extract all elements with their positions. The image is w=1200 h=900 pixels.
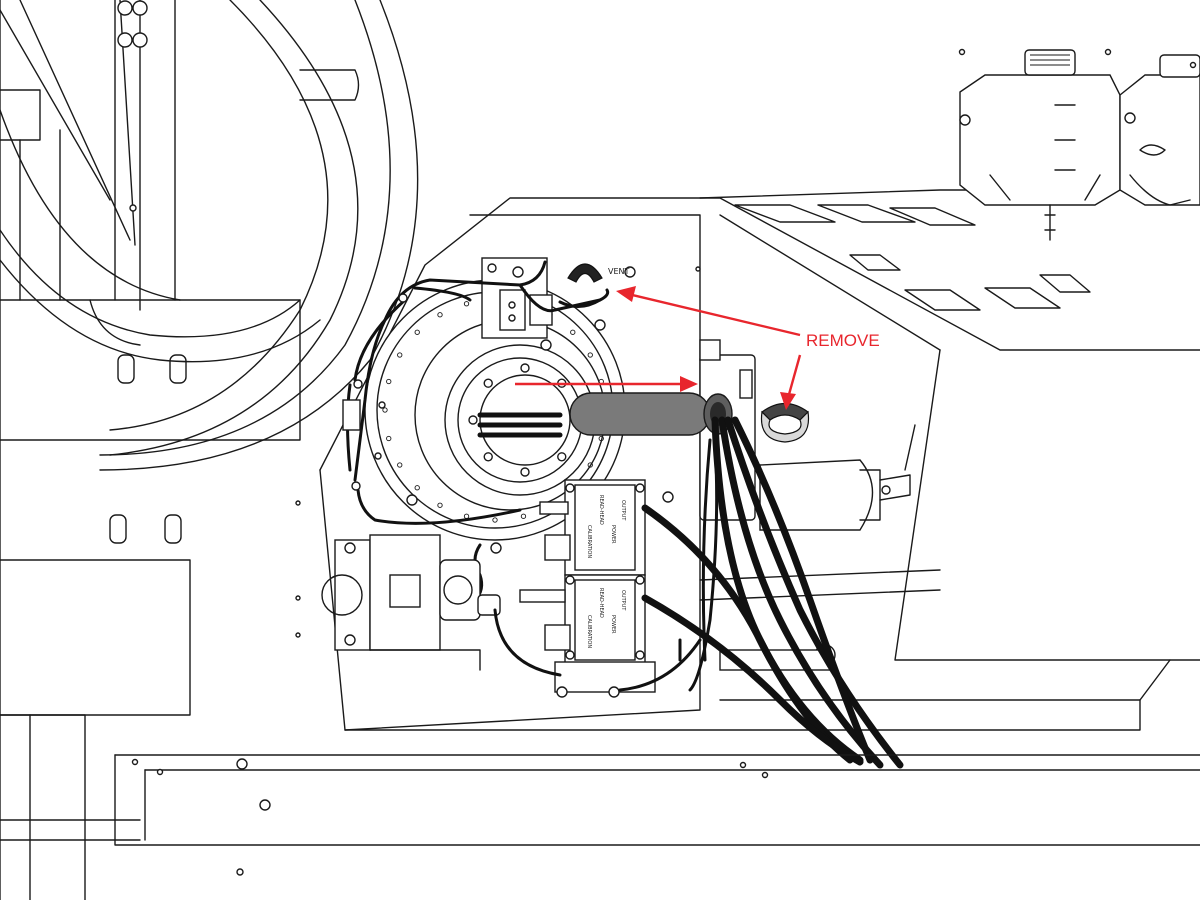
- lower-calibration-label: CALIBRATION: [586, 615, 592, 648]
- flange-bolt: [382, 407, 388, 413]
- flange-bolt: [598, 435, 604, 442]
- lower-output-label: OUTPUT: [620, 590, 626, 611]
- base-rail: [114, 754, 1200, 876]
- drive-motor: [321, 534, 501, 671]
- inner-bolt-hole: [520, 363, 530, 373]
- left-frame: [0, 0, 360, 900]
- flange-bolt: [386, 378, 392, 385]
- inner-bolt-holes: [468, 363, 582, 477]
- upper-power-label: POWER: [610, 525, 616, 544]
- vent-port: [624, 266, 636, 278]
- flange-bolt: [397, 352, 403, 358]
- flange-bolt: [386, 435, 392, 442]
- flange-bolt: [587, 352, 593, 358]
- vent-label: VENT: [608, 267, 630, 276]
- flange-bolt: [414, 329, 420, 335]
- vent-slots: [734, 204, 1091, 311]
- flange-bolt: [492, 517, 498, 523]
- junction-box-upper: READ-HEAD CALIBRATION POWER OUTPUT: [539, 479, 646, 576]
- flange-bolt: [437, 502, 443, 508]
- clip-installed: [558, 263, 603, 308]
- wiring: [342, 260, 610, 602]
- flange-bolt: [437, 312, 443, 318]
- flange-bolt: [570, 329, 576, 335]
- inner-bolt-hole: [520, 467, 530, 477]
- upper-output-label: OUTPUT: [620, 500, 626, 521]
- fluid-reservoirs: [958, 48, 1200, 241]
- flange-bolt: [463, 301, 470, 307]
- callout-arrows: [515, 286, 802, 410]
- cable-sleeve: [569, 392, 733, 436]
- lower-power-label: POWER: [610, 615, 616, 634]
- flange-bolt: [587, 462, 593, 468]
- bottom-connector-bar: [493, 608, 702, 698]
- flange-bolt: [397, 462, 403, 468]
- inner-bolt-hole: [557, 452, 567, 462]
- lower-head-label: READ-HEAD: [598, 588, 604, 618]
- flange-bolt: [520, 513, 527, 519]
- upper-calibration-label: CALIBRATION: [586, 525, 592, 558]
- quick-disconnect-clip: [760, 402, 810, 443]
- inner-bolt-hole: [468, 415, 478, 425]
- inner-bolt-hole: [483, 452, 493, 462]
- output-cables: [641, 416, 904, 769]
- junction-box-lower: READ-HEAD CALIBRATION POWER OUTPUT: [519, 574, 646, 666]
- inner-bolt-hole: [483, 378, 493, 388]
- flange-bolt: [414, 485, 420, 491]
- remove-callout-label: REMOVE: [806, 331, 880, 350]
- upper-head-label: READ-HEAD: [598, 495, 604, 525]
